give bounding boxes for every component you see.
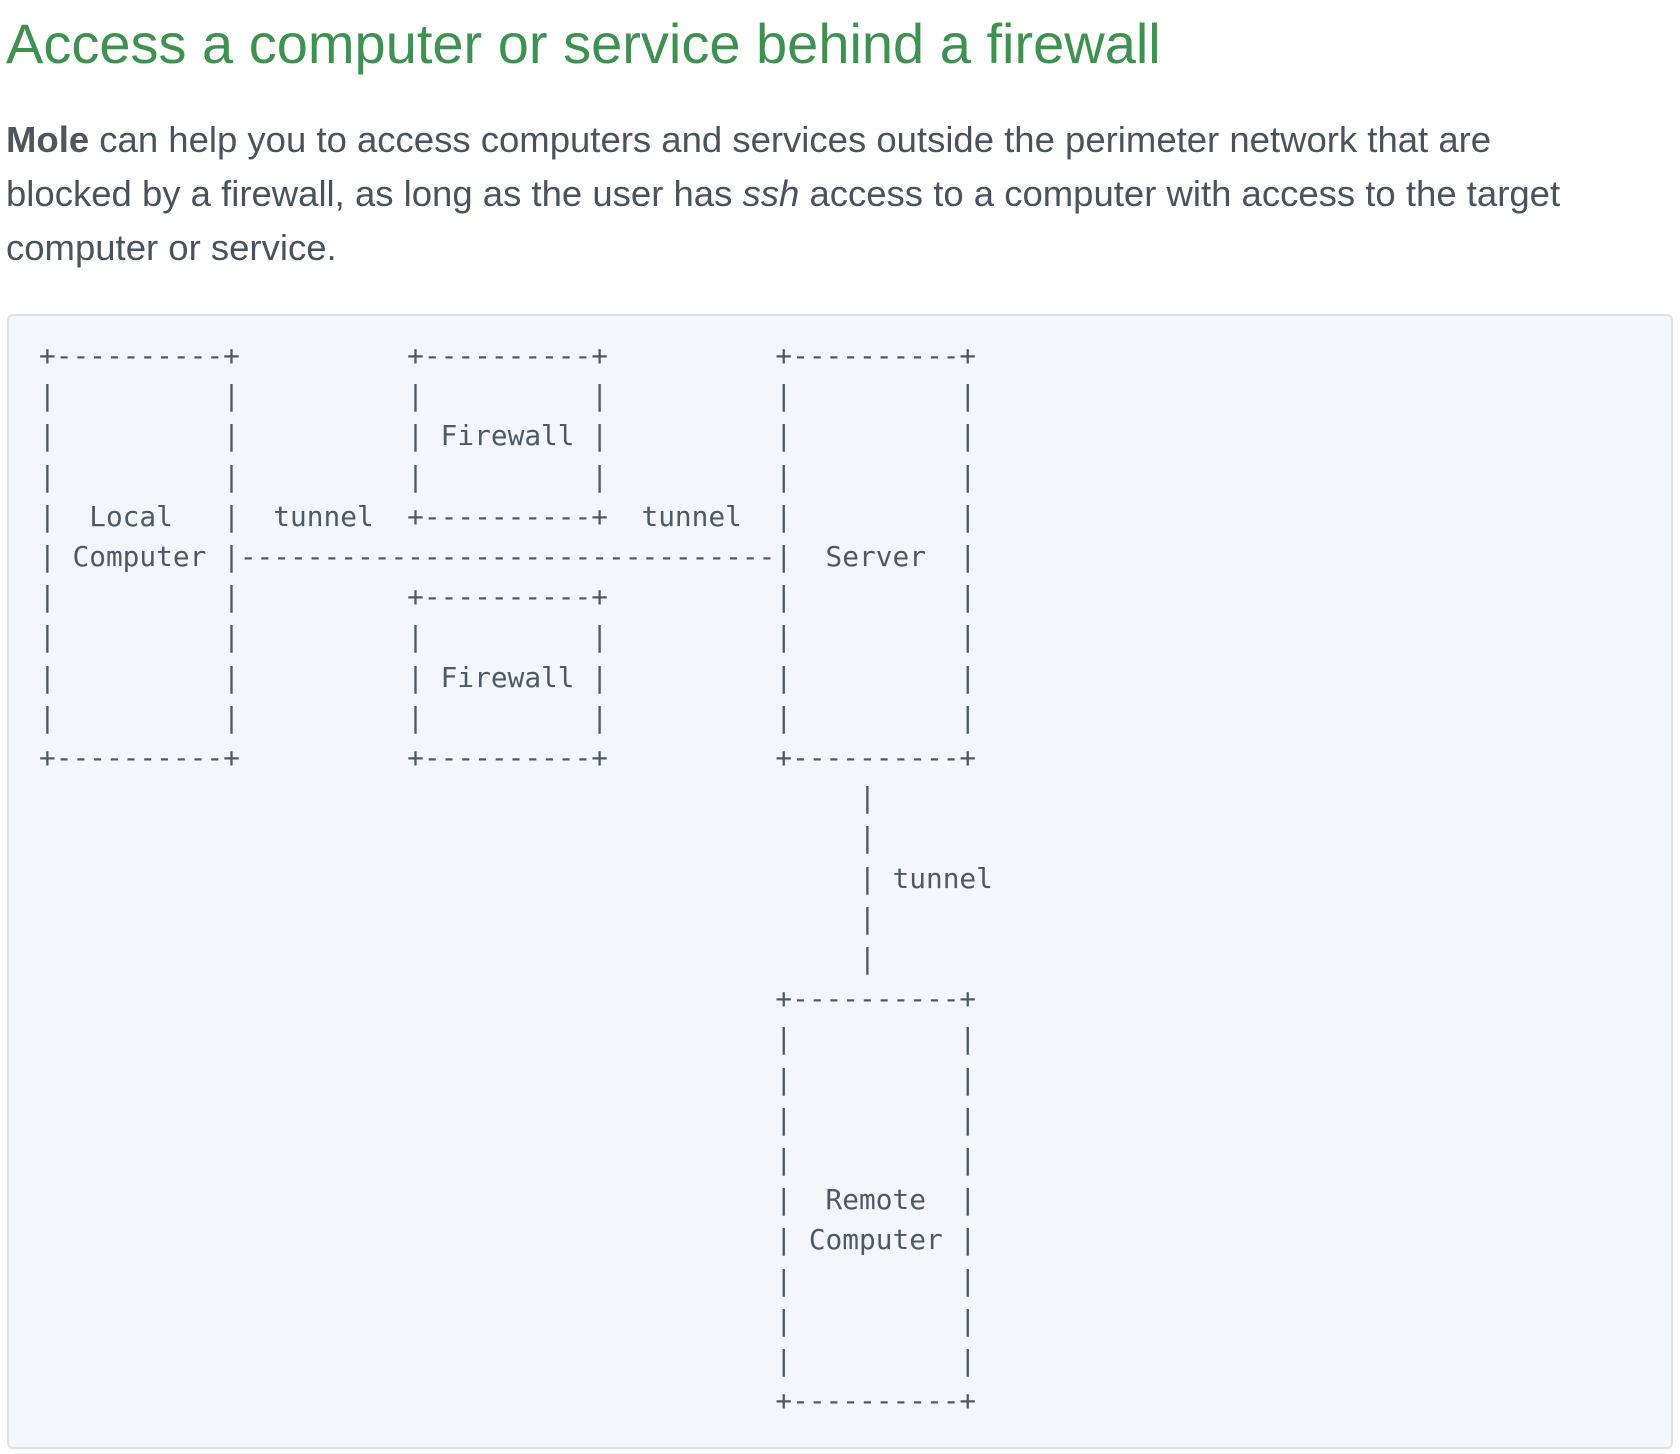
- ssh-term: ssh: [742, 173, 800, 214]
- intro-text-1: can help you to access computers and ser…: [89, 119, 1492, 160]
- section-heading: Access a computer or service behind a fi…: [6, 12, 1161, 75]
- intro-paragraph: Mole can help you to access computers an…: [6, 113, 1666, 275]
- code-block: +----------+ +----------+ +----------+ |…: [7, 314, 1673, 1449]
- mole-term: Mole: [6, 119, 90, 160]
- intro-text-2: blocked by a firewall, as long as the us…: [6, 173, 743, 214]
- intro-line-1: Mole can help you to access computers an…: [6, 113, 1666, 167]
- intro-text-3: access to a computer with access to the …: [799, 173, 1561, 214]
- network-diagram: +----------+ +----------+ +----------+ |…: [39, 339, 993, 1418]
- intro-line-3: computer or service.: [6, 227, 337, 268]
- intro-line-2: blocked by a firewall, as long as the us…: [6, 167, 1666, 221]
